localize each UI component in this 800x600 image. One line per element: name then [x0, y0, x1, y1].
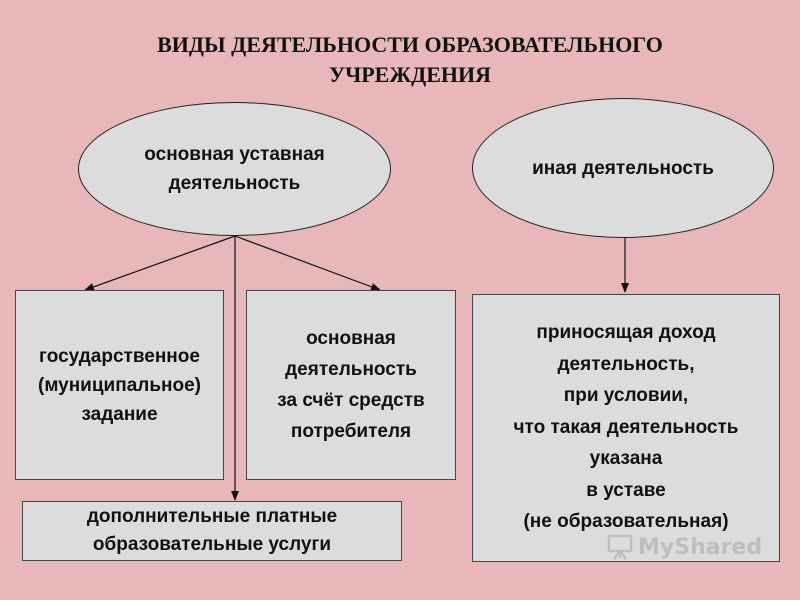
watermark-text: MyShared: [638, 534, 763, 560]
box-paid-services: дополнительные платные образовательные у…: [22, 501, 402, 561]
watermark: MyShared: [606, 534, 762, 560]
box-consumer-funds: основная деятельность за счёт средств по…: [246, 290, 456, 480]
arrow-to-consumer-funds: [234, 235, 381, 291]
box-state-task-line-2: (муниципальное): [38, 374, 201, 396]
box-paid-services-line-2: образовательные услуги: [92, 534, 332, 555]
box-state-task-line-3: задание: [81, 403, 158, 425]
oval-main-statutory-activity: основная уставная деятельность: [78, 102, 391, 236]
box-income-line-7: (не образовательная): [523, 511, 729, 532]
box-state-task: государственное (муниципальное) задание: [15, 290, 224, 480]
box-consumer-funds-line-1: основная: [306, 328, 396, 349]
box-paid-services-line-1: дополнительные платные: [86, 506, 338, 527]
presentation-board-icon: [606, 534, 634, 560]
box-consumer-funds-line-4: потребителя: [290, 421, 412, 442]
box-income-line-3: при условии,: [563, 385, 689, 406]
arrow-to-state-task: [84, 235, 236, 291]
box-consumer-funds-line-3: за счёт средств: [277, 390, 425, 411]
box-income-line-1: приносящая доход: [536, 322, 716, 343]
box-income-activity: приносящая доход деятельность, при услов…: [472, 294, 780, 562]
title-line-1: ВИДЫ ДЕЯТЕЛЬНОСТИ ОБРАЗОВАТЕЛЬНОГО: [157, 32, 663, 57]
title-line-2: УЧРЕЖДЕНИЯ: [328, 62, 492, 87]
oval-other-activity: иная деятельность: [472, 98, 774, 238]
diagram-title: ВИДЫ ДЕЯТЕЛЬНОСТИ ОБРАЗОВАТЕЛЬНОГО УЧРЕЖ…: [0, 30, 800, 90]
oval-main-line-2: деятельность: [168, 173, 301, 194]
box-consumer-funds-line-2: деятельность: [285, 359, 417, 380]
box-income-line-2: деятельность,: [557, 353, 695, 375]
box-income-line-4: что такая деятельность: [513, 416, 739, 438]
box-income-line-6: в уставе: [586, 479, 666, 501]
oval-other-line-1: иная деятельность: [532, 157, 714, 179]
oval-main-line-1: основная уставная: [144, 144, 325, 165]
box-state-task-line-1: государственное: [39, 345, 200, 367]
box-income-line-5: указана: [589, 448, 663, 469]
